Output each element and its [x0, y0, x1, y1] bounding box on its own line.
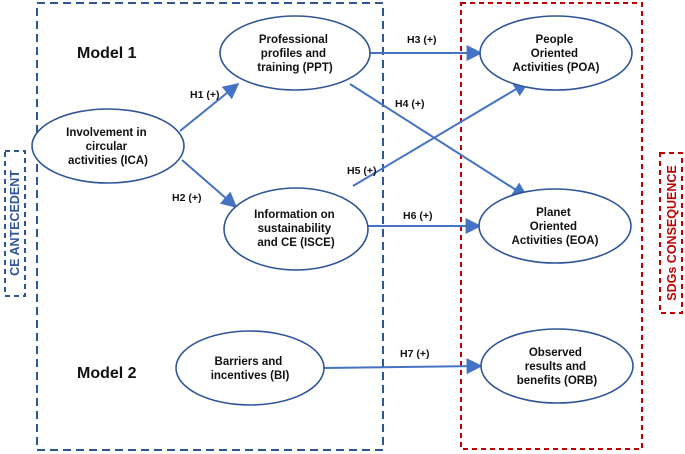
consequence-label-box [659, 152, 683, 314]
node-orb-label: Observed results and benefits (ORB) [517, 347, 598, 387]
node-ica-label: Involvement in circular activities (ICA) [66, 127, 150, 167]
label-h4: H4 (+) [395, 98, 424, 110]
node-bi [175, 330, 325, 406]
node-bi-label: Barriers and incentives (BI) [211, 356, 290, 382]
node-poa-label: People Oriented Activities (POA) [513, 34, 600, 74]
node-eoa [478, 188, 632, 264]
antecedent-label: CE ANTECEDENT [8, 170, 22, 276]
node-ica [31, 108, 185, 184]
node-ppt-label: Professional profiles and training (PPT) [257, 34, 333, 74]
node-isce [223, 187, 369, 271]
label-h7: H7 (+) [400, 348, 429, 360]
arrow-h7 [322, 358, 483, 375]
arrow-h5 [352, 81, 530, 187]
arrow-h4 [349, 83, 529, 198]
label-h3: H3 (+) [407, 34, 436, 46]
node-orb [480, 328, 634, 404]
arrow-h1 [179, 82, 240, 132]
model-1-label: Model 1 [77, 45, 137, 62]
consequence-label: SDGs CONSEQUENCE [665, 165, 679, 300]
antecedent-box [36, 2, 384, 451]
label-h6: H6 (+) [403, 210, 432, 222]
label-h1: H1 (+) [190, 89, 219, 101]
label-h5: H5 (+) [347, 165, 376, 177]
node-isce-label: Information on sustainability and CE (IS… [254, 209, 338, 249]
antecedent-label-box [4, 150, 26, 297]
label-h2: H2 (+) [172, 192, 201, 204]
node-ppt [219, 15, 371, 91]
node-poa [479, 15, 633, 91]
arrow-h2 [181, 159, 238, 209]
model-2-label: Model 2 [77, 365, 137, 382]
node-eoa-label: Planet Oriented Activities (EOA) [512, 207, 599, 247]
